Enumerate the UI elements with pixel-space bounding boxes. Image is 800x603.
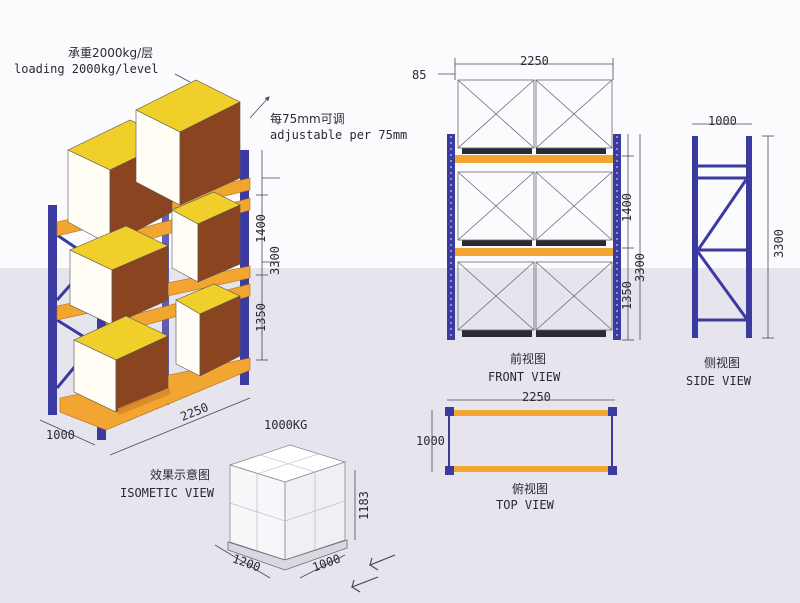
box-mid-left bbox=[69, 225, 169, 326]
top-view bbox=[431, 399, 617, 475]
box-bottom-right bbox=[175, 283, 241, 377]
side-dim-width: 1000 bbox=[708, 114, 737, 128]
adjust-note-cn: 每75mm可调 bbox=[270, 112, 345, 126]
iso-dim-3300: 3300 bbox=[268, 246, 282, 275]
isometric-view bbox=[39, 73, 280, 456]
adjust-note-en: adjustable per 75mm bbox=[270, 128, 408, 142]
front-dimensions bbox=[438, 58, 641, 341]
box-top-right bbox=[135, 79, 241, 206]
top-dim-depth: 1000 bbox=[416, 434, 445, 448]
iso-dimensions bbox=[39, 73, 280, 456]
side-title-cn: 侧视图 bbox=[704, 356, 741, 370]
front-dim-offset: 85 bbox=[412, 68, 427, 82]
top-title-en: TOP VIEW bbox=[496, 498, 554, 512]
load-note-cn: 承重2000kg/层 bbox=[68, 46, 154, 60]
top-dim-width: 2250 bbox=[522, 390, 551, 404]
iso-dim-1350: 1350 bbox=[254, 303, 268, 332]
upright-front-left bbox=[48, 205, 57, 415]
pallet-load bbox=[214, 444, 396, 593]
box-mid-right bbox=[171, 191, 241, 283]
side-view bbox=[692, 123, 774, 339]
front-boxes bbox=[457, 79, 613, 331]
pallet-weight: 1000KG bbox=[264, 418, 308, 432]
front-dim-3300: 3300 bbox=[633, 253, 647, 282]
front-dim-1350: 1350 bbox=[620, 281, 634, 310]
iso-dim-1400: 1400 bbox=[254, 214, 268, 243]
iso-dim-depth: 1000 bbox=[46, 428, 75, 442]
front-upright-left bbox=[447, 134, 455, 340]
iso-title-cn: 效果示意图 bbox=[150, 468, 211, 482]
side-dim-height: 3300 bbox=[772, 229, 786, 258]
front-upright-right bbox=[613, 134, 621, 340]
box-bottom-left bbox=[73, 315, 169, 413]
front-pallets bbox=[462, 148, 606, 337]
front-beam-1 bbox=[455, 155, 613, 163]
front-title-cn: 前视图 bbox=[510, 352, 547, 366]
front-beam-2 bbox=[455, 248, 613, 256]
load-note-en: loading 2000kg/level bbox=[14, 62, 159, 76]
front-title-en: FRONT VIEW bbox=[488, 370, 561, 384]
front-dim-1400: 1400 bbox=[620, 193, 634, 222]
iso-title-en: ISOMETIC VIEW bbox=[120, 486, 214, 500]
side-title-en: SIDE VIEW bbox=[686, 374, 752, 388]
top-title-cn: 俯视图 bbox=[512, 482, 549, 496]
front-dim-width: 2250 bbox=[520, 54, 549, 68]
pallet-dim-height: 1183 bbox=[357, 491, 371, 520]
front-view bbox=[438, 58, 641, 341]
direction-arrows bbox=[351, 554, 396, 593]
